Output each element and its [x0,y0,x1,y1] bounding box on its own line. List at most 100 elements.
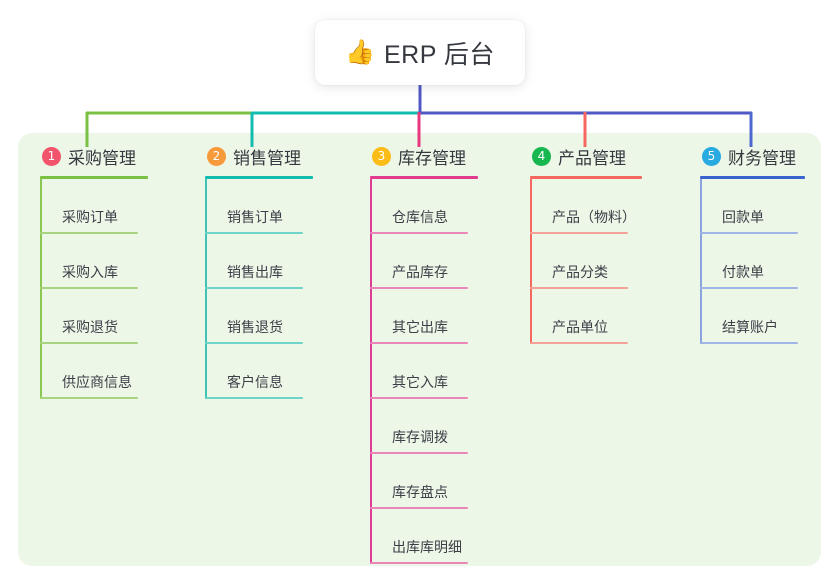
branch-item[interactable]: 客户信息 [205,344,313,399]
branch-header-1[interactable]: 1 采购管理 [40,143,148,169]
branch-item-underline [370,342,468,344]
branch-column-4: 4 产品管理产品（物料） 产品分类产品单位 [530,143,642,344]
branch-item-label: 库存盘点 [392,484,448,500]
branch-spine-line [40,179,42,399]
branch-header-underline [530,176,642,179]
branch-item[interactable]: 供应商信息 [40,344,148,399]
branch-item[interactable]: 销售订单 [205,179,313,234]
branch-item-label: 采购退货 [62,319,118,335]
branch-title: 财务管理 [728,148,796,168]
branch-item-underline [40,287,138,289]
branch-item-underline [40,342,138,344]
branch-header-4[interactable]: 4 产品管理 [530,143,642,169]
branch-number-badge: 3 [372,146,391,166]
branch-header-underline [370,176,478,179]
branch-item-label: 回款单 [722,209,764,225]
branch-item[interactable]: 仓库信息 [370,179,478,234]
branch-item[interactable]: 其它出库 [370,289,478,344]
branch-item[interactable]: 采购订单 [40,179,148,234]
branch-item-list: 产品（物料） 产品分类产品单位 [530,179,642,344]
branch-item-underline [40,232,138,234]
branch-spine-line [530,179,532,344]
branch-item[interactable]: 销售退货 [205,289,313,344]
branch-header-underline [700,176,805,179]
branch-item[interactable]: 销售出库 [205,234,313,289]
branch-item-underline [530,232,628,234]
branch-column-1: 1 采购管理采购订单采购入库采购退货供应商信息 [40,143,148,399]
branch-title: 产品管理 [558,148,626,168]
branch-title: 库存管理 [398,148,466,168]
branch-item[interactable]: 结算账户 [700,289,805,344]
branch-item-label: 销售订单 [227,209,283,225]
branch-title: 销售管理 [233,148,301,168]
branch-item-underline [205,287,303,289]
branch-item-underline [370,452,468,454]
branch-item-label: 供应商信息 [62,374,132,390]
thumbs-up-icon: 👍 [345,38,375,66]
branch-item-underline [370,507,468,509]
branch-item-underline [530,342,628,344]
branch-item-underline [700,287,798,289]
branch-item-underline [700,232,798,234]
branch-item-underline [205,232,303,234]
branch-item-label: 结算账户 [722,319,778,335]
branch-item-label: 其它出库 [392,319,448,335]
branch-item[interactable]: 其它入库 [370,344,478,399]
branch-spine-line [205,179,207,399]
branch-number-badge: 5 [702,146,721,166]
branch-header-underline [205,176,313,179]
branch-item-underline [370,287,468,289]
branch-item[interactable]: 采购入库 [40,234,148,289]
branch-item-label: 客户信息 [227,374,283,390]
branch-header-5[interactable]: 5 财务管理 [700,143,805,169]
branch-header-2[interactable]: 2 销售管理 [205,143,313,169]
branch-title: 采购管理 [68,148,136,168]
branch-item[interactable]: 产品（物料） [530,179,642,234]
branch-number-badge: 1 [42,146,61,166]
branch-item-label: 产品（物料） [552,209,636,225]
branch-item-label: 产品分类 [552,264,608,280]
branch-item-underline [530,287,628,289]
branch-item[interactable]: 产品库存 [370,234,478,289]
branch-item-label: 其它入库 [392,374,448,390]
branch-item[interactable]: 库存调拨 [370,399,478,454]
branch-item-underline [370,232,468,234]
branch-item-list: 回款单付款单结算账户 [700,179,805,344]
branch-item[interactable]: 回款单 [700,179,805,234]
branch-item[interactable]: 出库库明细 [370,509,478,564]
root-node-title: ERP 后台 [383,40,495,69]
branch-column-2: 2 销售管理销售订单销售出库销售退货客户信息 [205,143,313,399]
branch-number-badge: 2 [207,146,226,166]
branch-item-underline [205,342,303,344]
branch-item[interactable]: 采购退货 [40,289,148,344]
branch-item-underline [370,397,468,399]
diagram-background-panel [18,133,821,566]
branch-item[interactable]: 产品分类 [530,234,642,289]
branch-item-underline [205,397,303,399]
branch-column-5: 5 财务管理回款单付款单结算账户 [700,143,805,344]
branch-item-label: 采购入库 [62,264,118,280]
branch-item-list: 销售订单销售出库销售退货客户信息 [205,179,313,399]
branch-item-list: 仓库信息产品库存其它出库其它入库库存调拨库存盘点出库库明细 [370,179,478,564]
branch-number-badge: 4 [532,146,551,166]
root-node[interactable]: 👍 ERP 后台 [315,20,525,85]
branch-spine-line [370,179,372,564]
branch-item-label: 产品库存 [392,264,448,280]
branch-item-underline [700,342,798,344]
branch-item[interactable]: 产品单位 [530,289,642,344]
branch-column-3: 3 库存管理仓库信息产品库存其它出库其它入库库存调拨库存盘点出库库明细 [370,143,478,564]
branch-item-label: 出库库明细 [392,539,462,555]
branch-item[interactable]: 付款单 [700,234,805,289]
branch-item-label: 仓库信息 [392,209,448,225]
branch-item-label: 销售出库 [227,264,283,280]
branch-header-3[interactable]: 3 库存管理 [370,143,478,169]
branch-item-label: 库存调拨 [392,429,448,445]
branch-item[interactable]: 库存盘点 [370,454,478,509]
branch-item-label: 付款单 [722,264,764,280]
branch-item-label: 采购订单 [62,209,118,225]
branch-item-list: 采购订单采购入库采购退货供应商信息 [40,179,148,399]
branch-spine-line [700,179,702,344]
branch-item-underline [370,562,468,564]
